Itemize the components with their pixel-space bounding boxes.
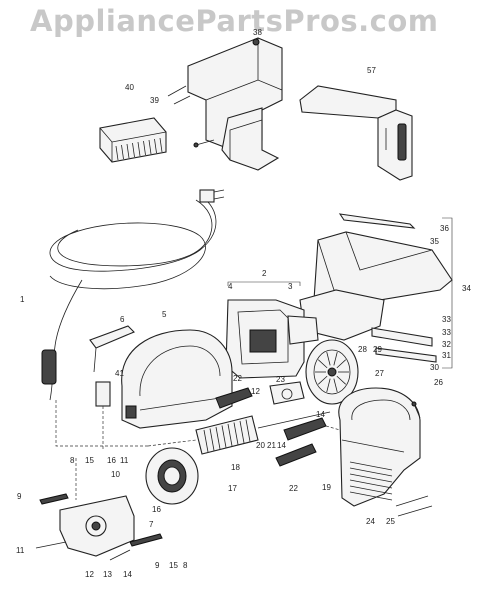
callout-c14b: 14 [277, 441, 286, 450]
callout-c31: 31 [442, 351, 451, 360]
motor-housing-part [121, 329, 233, 429]
callout-c8b: 8 [183, 561, 188, 570]
assembly-guides [55, 400, 341, 500]
brush-holder-part [215, 381, 327, 467]
callout-c13: 13 [103, 570, 112, 579]
screws-part [395, 401, 433, 517]
callout-c27: 27 [375, 369, 384, 378]
callout-c5: 5 [162, 310, 167, 319]
callout-c15b: 15 [169, 561, 178, 570]
brush-part [99, 117, 167, 163]
bag-housing-part [187, 37, 283, 171]
callout-c25: 25 [386, 517, 395, 526]
switch-lever-part [89, 325, 135, 373]
callout-c35: 35 [430, 237, 439, 246]
power-cord-part [41, 189, 225, 401]
callout-c4: 4 [228, 282, 233, 291]
callout-c17: 17 [228, 484, 237, 493]
callout-c21: 21 [267, 441, 276, 450]
callout-c29: 29 [373, 345, 382, 354]
callout-c2: 2 [262, 269, 267, 278]
callout-c15a: 15 [85, 456, 94, 465]
callout-c20: 20 [256, 441, 265, 450]
callout-c33a: 33 [442, 315, 451, 324]
callout-c11b: 11 [16, 546, 25, 555]
fan-housing-part [225, 299, 319, 379]
watermark-text: AppliancePartsPros.com [30, 4, 439, 38]
fan-impeller-part [305, 339, 359, 405]
callout-c9b: 9 [155, 561, 160, 570]
switch-part [95, 381, 111, 450]
callout-c32: 32 [442, 340, 451, 349]
callout-c33b: 33 [442, 328, 451, 337]
callout-c6: 6 [120, 315, 125, 324]
callout-c14c: 14 [123, 570, 132, 579]
callout-c11a: 11 [120, 456, 129, 465]
callout-c34: 34 [462, 284, 471, 293]
callout-c19: 19 [322, 483, 331, 492]
callout-c16a: 16 [107, 456, 116, 465]
callout-c57: 57 [367, 66, 376, 75]
callout-c22b: 22 [289, 484, 298, 493]
callout-c1: 1 [20, 295, 25, 304]
callout-c28: 28 [358, 345, 367, 354]
callout-c14a: 14 [316, 410, 325, 419]
callout-c41: 41 [115, 369, 124, 378]
cord-bracket-part [299, 85, 413, 181]
callout-c39: 39 [150, 96, 159, 105]
callout-c30: 30 [430, 363, 439, 372]
switch-bracket-part [35, 493, 163, 561]
callout-c22a: 22 [233, 374, 242, 383]
callout-c38: 38 [253, 28, 262, 37]
callout-c10: 10 [111, 470, 120, 479]
handle-housing-part [338, 387, 421, 507]
callout-c12b: 12 [85, 570, 94, 579]
screw-39 [167, 85, 215, 148]
armature-part [195, 411, 331, 455]
callout-c40: 40 [125, 83, 134, 92]
callout-c3: 3 [288, 282, 293, 291]
nozzle-assembly-part [299, 213, 453, 363]
callout-c9a: 9 [17, 492, 22, 501]
callout-c8a: 8 [70, 456, 75, 465]
callout-c18: 18 [231, 463, 240, 472]
callout-c26: 26 [434, 378, 443, 387]
callout-c24: 24 [366, 517, 375, 526]
callout-c23: 23 [276, 375, 285, 384]
field-assembly-part [145, 447, 199, 505]
callout-c16b: 16 [152, 505, 161, 514]
callout-c12a: 12 [251, 387, 260, 396]
callout-c36: 36 [440, 224, 449, 233]
callout-c7: 7 [149, 520, 154, 529]
